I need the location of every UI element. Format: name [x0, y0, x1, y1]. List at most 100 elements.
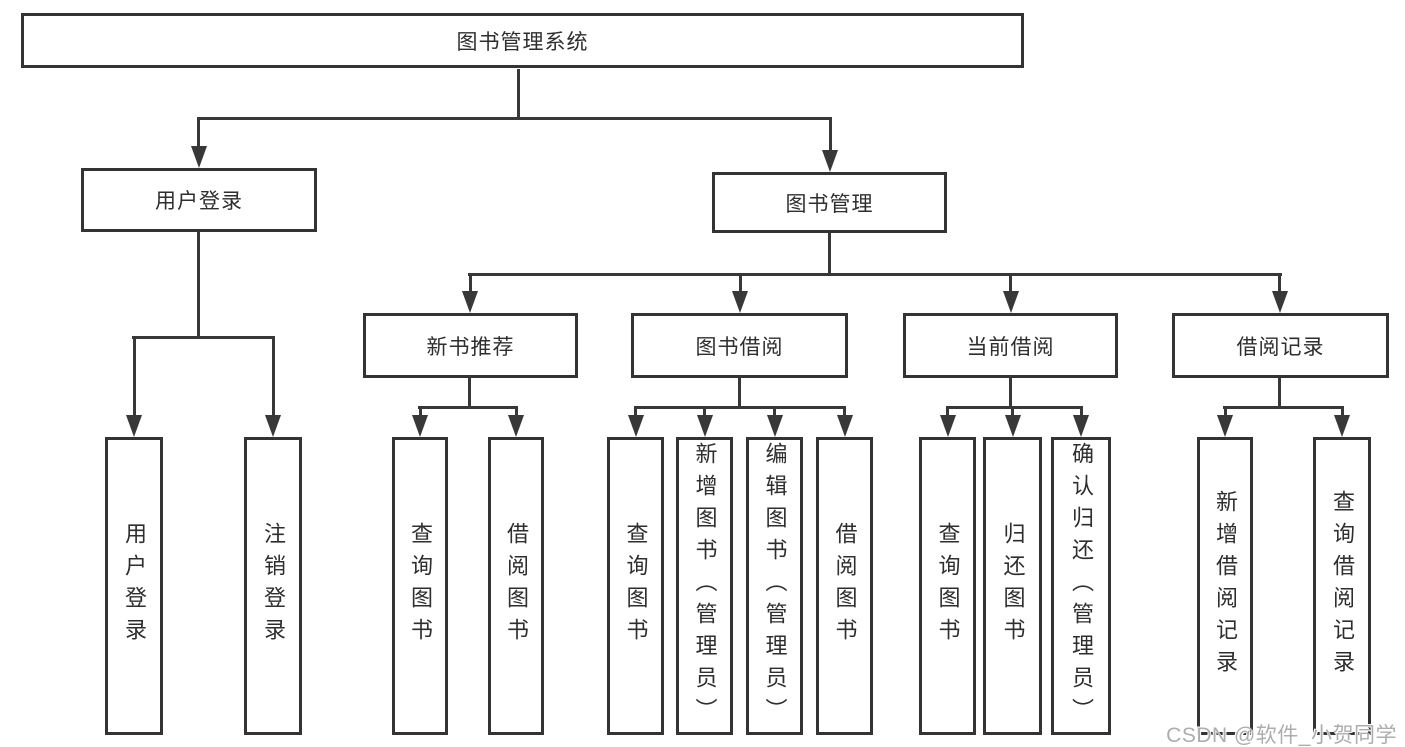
- arrowhead-icon: [627, 415, 644, 437]
- node-leaf-confirm-return-admin: 确认归还（管理员）: [1051, 437, 1111, 735]
- arrow-down: [462, 273, 478, 313]
- arrow-down: [1271, 273, 1288, 313]
- arrow-shaft: [1340, 406, 1344, 419]
- node-new-book-recommend: 新书推荐: [363, 313, 578, 378]
- arrowhead-icon: [126, 415, 142, 437]
- arrow-down: [1334, 406, 1350, 437]
- connector-line: [418, 406, 518, 409]
- node-library-management-system: 图书管理系统: [21, 13, 1024, 68]
- node-borrowing-records: 借阅记录: [1172, 313, 1389, 378]
- arrowhead-icon: [1073, 415, 1089, 437]
- arrowhead-icon: [508, 415, 524, 437]
- arrow-shaft: [514, 406, 518, 419]
- node-current-borrowing: 当前借阅: [903, 313, 1118, 378]
- leaf-label: 查询图书: [935, 522, 961, 650]
- connector-line: [517, 69, 520, 117]
- leaf-label: 查询图书: [623, 522, 649, 650]
- leaf-label: 借阅图书: [832, 522, 858, 650]
- arrow-shaft: [773, 406, 776, 419]
- arrowhead-icon: [1002, 291, 1019, 313]
- node-leaf-logout: 注销登录: [244, 437, 302, 735]
- node-leaf-query-books-current: 查询图书: [919, 437, 976, 735]
- arrowhead-icon: [265, 415, 281, 437]
- node-leaf-add-borrow-record: 新增借阅记录: [1197, 437, 1253, 735]
- arrow-shaft: [197, 117, 200, 150]
- arrow-down: [412, 406, 428, 437]
- arrow-shaft: [1009, 273, 1012, 295]
- arrow-shaft: [843, 406, 846, 419]
- connector-line: [828, 233, 831, 273]
- arrow-shaft: [1079, 406, 1083, 419]
- node-leaf-user-login: 用户登录: [105, 437, 163, 735]
- node-leaf-return-books: 归还图书: [983, 437, 1042, 735]
- arrow-down: [508, 406, 524, 437]
- node-leaf-edit-books-admin: 编辑图书（管理员）: [746, 437, 803, 735]
- arrow-shaft: [1223, 406, 1227, 419]
- arrow-down: [732, 273, 748, 313]
- connector-line: [468, 378, 471, 408]
- arrow-down: [1004, 406, 1021, 437]
- leaf-label: 用户登录: [122, 522, 147, 650]
- arrowhead-icon: [939, 415, 956, 437]
- arrow-down: [1073, 406, 1089, 437]
- arrowhead-icon: [190, 146, 207, 168]
- arrow-down: [1217, 406, 1233, 437]
- connector-line: [197, 232, 200, 336]
- arrowhead-icon: [822, 150, 838, 172]
- arrow-shaft: [738, 273, 742, 295]
- arrow-shaft: [132, 336, 136, 419]
- arrow-shaft: [828, 117, 832, 154]
- connector-line: [468, 273, 1282, 276]
- arrowhead-icon: [732, 291, 748, 313]
- leaf-label: 新增借阅记录: [1213, 490, 1238, 682]
- arrow-shaft: [703, 406, 706, 419]
- arrow-down: [126, 336, 142, 437]
- connector-line: [1223, 406, 1344, 409]
- arrowhead-icon: [766, 415, 783, 437]
- arrow-shaft: [418, 406, 422, 419]
- node-book-borrowing: 图书借阅: [631, 313, 848, 378]
- arrowhead-icon: [462, 291, 478, 313]
- connector-line: [946, 406, 1083, 409]
- node-leaf-query-books-recommend: 查询图书: [392, 437, 448, 735]
- leaf-label: 确认归还（管理员）: [1069, 442, 1094, 730]
- arrow-down: [627, 406, 644, 437]
- arrow-down: [1002, 273, 1019, 313]
- arrow-down: [939, 406, 956, 437]
- leaf-label: 查询借阅记录: [1330, 490, 1355, 682]
- arrow-down: [190, 117, 207, 168]
- node-leaf-borrow-books-recommend: 借阅图书: [488, 437, 544, 735]
- arrow-down: [265, 336, 281, 437]
- leaf-label: 新增图书（管理员）: [692, 442, 718, 730]
- arrow-down: [836, 406, 853, 437]
- csdn-watermark: CSDN @软件_小贺同学: [1166, 724, 1397, 747]
- node-book-management: 图书管理: [712, 172, 947, 233]
- arrowhead-icon: [1004, 415, 1021, 437]
- arrow-shaft: [271, 336, 275, 419]
- arrowhead-icon: [412, 415, 428, 437]
- connector-line: [1278, 378, 1281, 408]
- arrow-shaft: [1011, 406, 1014, 419]
- arrowhead-icon: [1271, 291, 1288, 313]
- arrow-shaft: [634, 406, 637, 419]
- arrow-shaft: [468, 273, 472, 295]
- node-leaf-add-books-admin: 新增图书（管理员）: [676, 437, 733, 735]
- connector-line: [197, 117, 832, 120]
- node-leaf-borrow-books-borrowing: 借阅图书: [816, 437, 873, 735]
- arrowhead-icon: [1334, 415, 1350, 437]
- connector-line: [132, 336, 275, 339]
- arrowhead-icon: [836, 415, 853, 437]
- connector-line: [634, 406, 846, 409]
- leaf-label: 归还图书: [1000, 522, 1026, 650]
- leaf-label: 借阅图书: [504, 522, 529, 650]
- arrow-shaft: [946, 406, 949, 419]
- arrow-down: [822, 117, 838, 172]
- leaf-label: 查询图书: [408, 522, 433, 650]
- node-leaf-query-borrow-record: 查询借阅记录: [1313, 437, 1371, 735]
- connector-line: [1009, 378, 1012, 408]
- node-user-login: 用户登录: [81, 168, 317, 232]
- arrow-down: [766, 406, 783, 437]
- arrowhead-icon: [1217, 415, 1233, 437]
- arrow-shaft: [1278, 273, 1281, 295]
